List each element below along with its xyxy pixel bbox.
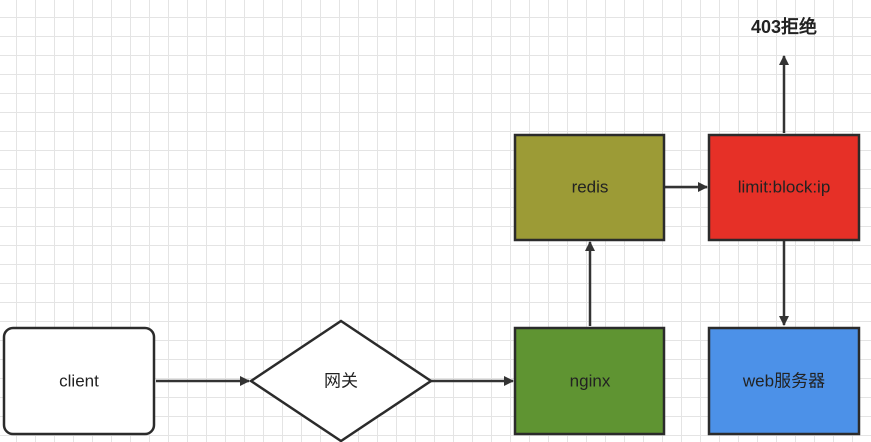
redis-label: redis	[572, 177, 609, 196]
nginx-label: nginx	[570, 371, 611, 390]
gateway-diamond	[248, 319, 434, 442]
reject-label: 403拒绝	[751, 16, 817, 37]
client-node: client	[2, 326, 156, 436]
nginx-node: nginx	[513, 326, 666, 436]
web-server-box	[707, 326, 861, 436]
limit-block-ip-label: limit:block:ip	[738, 177, 831, 196]
nginx-box	[513, 326, 666, 436]
limit-block-ip-box	[707, 133, 861, 242]
redis-box	[513, 133, 666, 242]
limit-block-ip-node: limit:block:ip	[707, 133, 861, 242]
gateway-label: 网关	[324, 371, 358, 390]
web-server-label: web服务器	[742, 371, 825, 390]
gateway-node: 网关	[248, 319, 434, 442]
client-label: client	[59, 371, 99, 390]
redis-node: redis	[513, 133, 666, 242]
web-server-node: web服务器	[707, 326, 861, 436]
client-box	[2, 326, 156, 436]
